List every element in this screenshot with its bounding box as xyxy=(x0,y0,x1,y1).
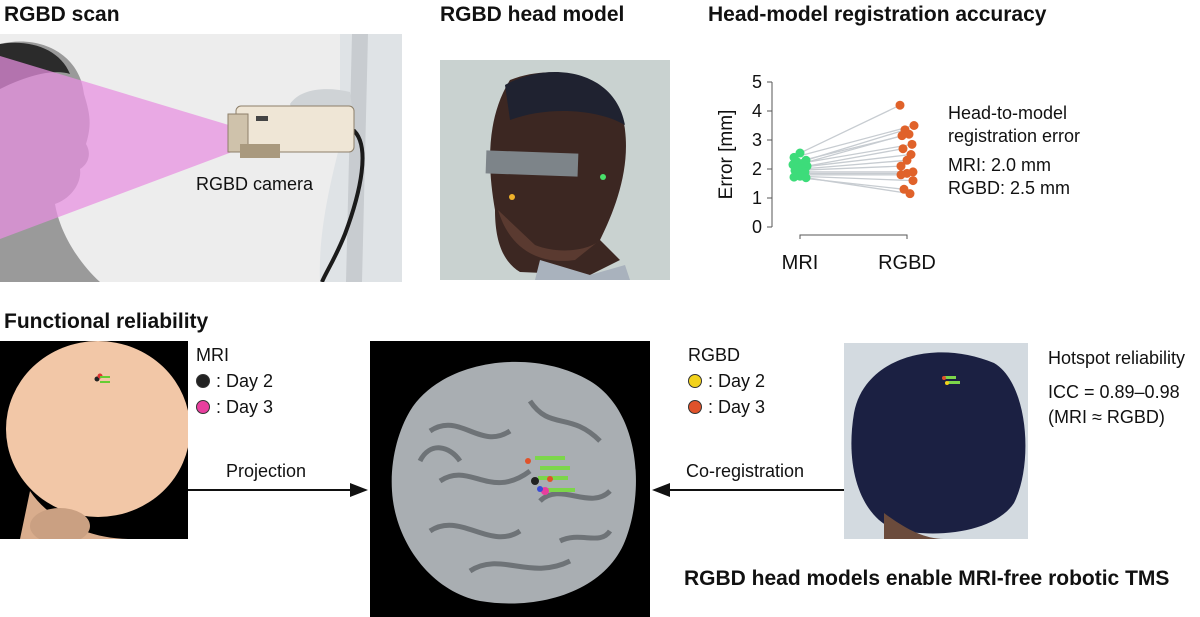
rgbd-point xyxy=(909,121,919,130)
chart-annotation-title-1: Head-to-model xyxy=(948,103,1068,123)
chart-annotation-title-2: registration error xyxy=(948,126,1081,146)
mri-legend-day2: : Day 2 xyxy=(196,371,273,392)
hotspot-title: Hotspot reliability xyxy=(1048,348,1186,368)
rgbd-point xyxy=(908,176,918,186)
rgbd-point xyxy=(896,170,906,180)
coregistration-label: Co-registration xyxy=(686,461,805,481)
rgbd-point xyxy=(896,161,906,171)
y-tick-label: 4 xyxy=(752,101,762,121)
projection-label: Projection xyxy=(226,461,307,481)
coregistration-arrow xyxy=(652,483,844,497)
brain-image xyxy=(370,341,650,617)
mri-legend-day3: : Day 3 xyxy=(196,397,273,418)
pair-line xyxy=(801,159,908,170)
x-tick-label: MRI xyxy=(782,252,819,274)
rgbd-point xyxy=(905,189,915,199)
rgbd-legend: RGBD : Day 2 : Day 3 xyxy=(688,345,765,418)
rgbd-day3-label: : Day 3 xyxy=(708,397,766,417)
rgbd-point xyxy=(895,100,905,110)
rgbd-legend-title: RGBD xyxy=(688,345,741,365)
rgbd-head-model-image xyxy=(440,60,670,280)
y-axis-label: Error [mm] xyxy=(716,110,737,200)
pair-line xyxy=(799,104,901,154)
chart-annotation-rgbd: RGBD: 2.5 mm xyxy=(948,178,1071,198)
rgbd-legend-day2: : Day 2 xyxy=(688,371,765,392)
x-tick-label: RGBD xyxy=(878,252,936,274)
rgbd-day3-marker xyxy=(688,400,702,414)
chart-annotation-mri: MRI: 2.0 mm xyxy=(948,155,1052,175)
y-tick-label: 2 xyxy=(752,159,762,179)
heading-rgbd-scan: RGBD scan xyxy=(4,3,120,26)
y-tick-label: 3 xyxy=(752,130,762,150)
pair-line xyxy=(793,124,915,159)
rgbd-camera-label: RGBD camera xyxy=(196,174,314,194)
mri-day2-label: : Day 2 xyxy=(216,371,274,391)
mri-day3-marker xyxy=(196,400,210,414)
rgbd-day2-marker xyxy=(688,374,702,388)
heading-registration-accuracy: Head-model registration accuracy xyxy=(708,3,1047,26)
rgbd-point xyxy=(902,155,912,165)
hotspot-note: (MRI ≈ RGBD) xyxy=(1048,407,1165,427)
pair-line xyxy=(794,165,902,172)
pair-line xyxy=(792,143,913,166)
mri-point xyxy=(801,173,811,183)
projection-arrow xyxy=(188,483,368,497)
rgbd-point xyxy=(907,139,917,149)
heading-conclusion: RGBD head models enable MRI-free robotic… xyxy=(684,567,1170,590)
mri-legend: MRI : Day 2 : Day 3 xyxy=(196,345,273,418)
hotspot-icc: ICC = 0.89–0.98 xyxy=(1048,382,1180,402)
y-tick-label: 0 xyxy=(752,217,762,237)
heading-rgbd-head-model: RGBD head model xyxy=(440,3,625,26)
rgbd-scan-photo xyxy=(0,34,402,282)
rgbd-point xyxy=(904,129,914,139)
pair-line xyxy=(806,148,904,167)
mri-day2-marker xyxy=(196,374,210,388)
mri-point xyxy=(789,172,799,182)
y-tick-label: 5 xyxy=(752,72,762,92)
rgbd-day2-label: : Day 2 xyxy=(708,371,766,391)
pair-line xyxy=(799,175,914,182)
rgbd-head-cap-image xyxy=(844,343,1028,539)
mri-head-image xyxy=(0,341,188,539)
pair-line xyxy=(797,153,912,169)
pair-line xyxy=(805,177,911,195)
pair-line xyxy=(802,135,903,164)
rgbd-point xyxy=(898,144,908,154)
mri-legend-title: MRI xyxy=(196,345,229,365)
rgbd-legend-day3: : Day 3 xyxy=(688,397,765,418)
heading-functional-reliability: Functional reliability xyxy=(4,310,209,333)
mri-day3-label: : Day 3 xyxy=(216,397,274,417)
y-tick-label: 1 xyxy=(752,188,762,208)
x-axis-bracket xyxy=(799,234,908,239)
rgbd-point xyxy=(897,131,907,141)
